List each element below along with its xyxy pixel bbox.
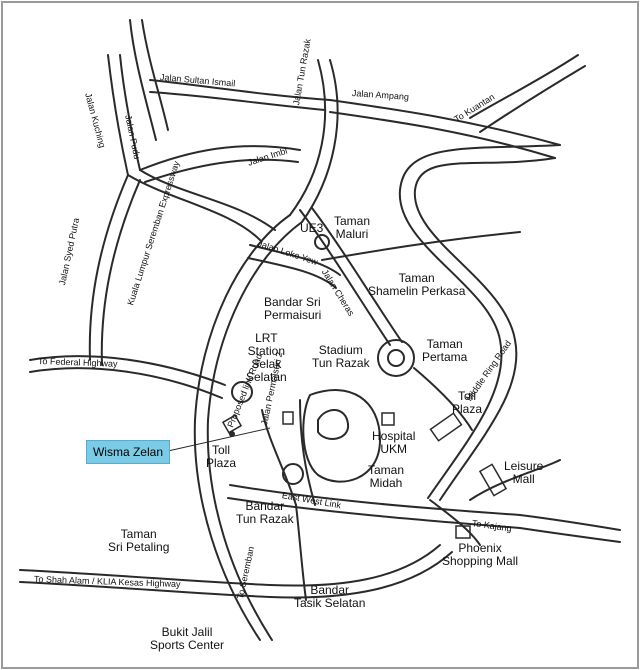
road-middle-ring-2 xyxy=(398,144,561,499)
hospital-box xyxy=(381,412,395,426)
road-east-west xyxy=(229,484,521,516)
road-to-kuantan-2 xyxy=(479,65,586,133)
road-jalan-pudu-2 xyxy=(141,19,169,131)
road-permaisuri-2 xyxy=(299,399,316,506)
road-jalan-cheras xyxy=(299,209,391,346)
wisma-zelan-callout[interactable]: Wisma Zelan xyxy=(86,440,170,464)
label-stadium: Stadium Tun Razak xyxy=(312,343,370,370)
road-jalan-cheras-2 xyxy=(311,207,403,343)
pointer-line xyxy=(167,427,271,452)
link-road-box xyxy=(282,411,294,425)
road-tasik xyxy=(295,504,307,601)
label-leisure-mall: Leisure Mall xyxy=(504,459,544,486)
roundabout-stadium xyxy=(377,339,415,377)
label-bandar-sri-permaisuri: Bandar Sri Permaisuri xyxy=(264,295,322,322)
road-to-kuantan xyxy=(469,54,579,119)
roundabout-lrt xyxy=(231,381,253,403)
road-kesas-2 xyxy=(19,551,453,599)
road-kl-seremban xyxy=(193,214,291,641)
toll-plaza-right-box xyxy=(429,412,463,442)
road-to-kajang-2 xyxy=(519,527,621,543)
roundabout-stadium-inner xyxy=(387,349,405,367)
label-taman-sri-petaling: Taman Sri Petaling xyxy=(108,527,170,554)
label-taman-midah: Taman Midah xyxy=(368,463,405,490)
road-syed-putra-2 xyxy=(100,179,141,366)
road-jalan-imbi-2 xyxy=(144,158,299,183)
label-hospital: Hospital UKM xyxy=(372,429,416,456)
road-jalan-imbi xyxy=(139,145,301,171)
toll-plaza-left-box xyxy=(221,414,243,434)
stadium-oval xyxy=(302,389,381,483)
label-taman-maluri: Taman Maluri xyxy=(334,214,371,241)
road-phoenix xyxy=(429,499,481,546)
road-kl-seremban-2 xyxy=(206,221,303,641)
road-shamelin xyxy=(321,231,521,261)
road-to-toll-right xyxy=(413,367,473,431)
label-toll-plaza-left: Toll Plaza xyxy=(206,443,237,470)
leisure-mall-box xyxy=(478,463,508,497)
road-tun-razak-2 xyxy=(301,59,339,223)
road-jalan-pudu xyxy=(129,19,157,141)
road-sultan-ismail-2 xyxy=(149,91,326,111)
road-kesas xyxy=(19,544,441,587)
road-jalan-ampang-2 xyxy=(329,111,556,159)
stadium-inner xyxy=(317,409,350,440)
label-bukit-jalil: Bukit Jalil Sports Center xyxy=(150,625,225,652)
label-bandar-tun-razak: Bandar Tun Razak xyxy=(236,499,294,526)
label-toll-plaza-right: Toll Plaza xyxy=(452,389,483,416)
label-taman-pertama: Taman Pertama xyxy=(422,337,468,364)
label-bandar-tasik-selatan: Bandar Tasik Selatan xyxy=(294,583,366,610)
road-sultan-ismail xyxy=(149,79,331,101)
road-leisure xyxy=(469,459,561,501)
label-ue3: UE3 xyxy=(300,221,324,235)
road-east-west-2 xyxy=(227,497,521,529)
road-loke-yew xyxy=(249,244,341,276)
road-to-kajang xyxy=(519,514,621,531)
road-jalan-kuching-2 xyxy=(119,54,141,171)
phoenix-box xyxy=(455,525,471,539)
road-middle-ring xyxy=(413,157,556,501)
road-syed-putra xyxy=(88,174,129,361)
road-jalan-kuching xyxy=(107,54,129,176)
label-taman-shamelin: Taman Shamelin Perkasa xyxy=(368,271,466,298)
road-loke-yew-2 xyxy=(247,257,337,289)
road-central-loop xyxy=(127,174,261,241)
label-lrt-station: LRT Station Selak Selatan xyxy=(246,331,287,384)
roundabout-toll-left xyxy=(282,463,304,485)
road-jalan-ampang xyxy=(329,99,561,146)
roundabout-ue3 xyxy=(314,234,330,250)
label-phoenix: Phoenix Shopping Mall xyxy=(442,541,519,568)
road-central-loop-2 xyxy=(139,169,276,231)
road-tun-razak xyxy=(289,59,327,216)
road-federal-hwy-2 xyxy=(29,367,223,399)
